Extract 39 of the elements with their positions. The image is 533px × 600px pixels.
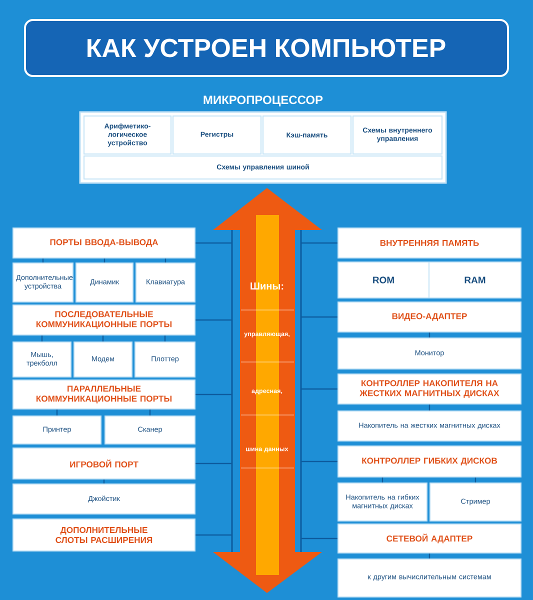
connector-line — [382, 478, 384, 482]
connector-line — [301, 460, 338, 462]
connector-line — [102, 336, 104, 342]
connector-line — [41, 336, 43, 342]
connector-line — [56, 410, 58, 416]
connector-line — [301, 316, 338, 318]
title-banner: КАК УСТРОЕН КОМПЬЮТЕР — [24, 19, 509, 77]
heading-box: ПОРТЫ ВВОДА-ВЫВОДА — [12, 228, 196, 258]
connector-line — [301, 538, 338, 540]
connector-line — [474, 478, 476, 482]
memory-box: RAM — [428, 262, 522, 298]
connector-line — [196, 394, 232, 396]
connector-line — [301, 242, 338, 244]
connector-line — [428, 554, 430, 558]
table-heading: МИКРОПРОЦЕССОР — [204, 96, 323, 106]
connector-line — [196, 242, 232, 244]
heading-box: ПОСЛЕДОВАТЕЛЬНЫЕ КОММУНИКАЦИОННЫЕ ПОРТЫ — [12, 304, 196, 336]
heading-box: ИГРОВОЙ ПОРТ — [12, 448, 196, 480]
connector-line — [301, 388, 338, 390]
heading-box: СЕТЕВОЙ АДАПТЕР — [338, 524, 522, 554]
connector-line — [428, 332, 430, 338]
heading-box: КОНТРОЛЛЕР ГИБКИХ ДИСКОВ — [338, 446, 522, 478]
memory-box: ROM — [338, 262, 430, 298]
connector-line — [104, 258, 106, 262]
heading-box: ВИДЕО-АДАПТЕР — [338, 302, 522, 332]
heading-box: КОНТРОЛЛЕР НАКОПИТЕЛЯ НА ЖЕСТКИХ МАГНИТНЫХ ДИСКАХ — [338, 374, 522, 404]
connector-line — [196, 462, 232, 464]
connector-line — [196, 534, 232, 536]
connector-line — [149, 410, 151, 416]
connector-line — [428, 404, 430, 410]
connector-line — [164, 336, 166, 342]
connector-line — [196, 319, 232, 321]
connector-line — [42, 258, 44, 262]
bus-label: Шины: — [250, 282, 284, 290]
heading-box: ДОПОЛНИТЕЛЬНЫЕ СЛОТЫ РАСШИРЕНИЯ — [12, 518, 196, 552]
connector-line — [103, 480, 105, 484]
heading-box: ВНУТРЕННЯЯ ПАМЯТЬ — [338, 228, 522, 258]
heading-box: ПАРАЛЛЕЛЬНЫЕ КОММУНИКАЦИОННЫЕ ПОРТЫ — [12, 380, 196, 410]
connector-line — [164, 258, 166, 262]
